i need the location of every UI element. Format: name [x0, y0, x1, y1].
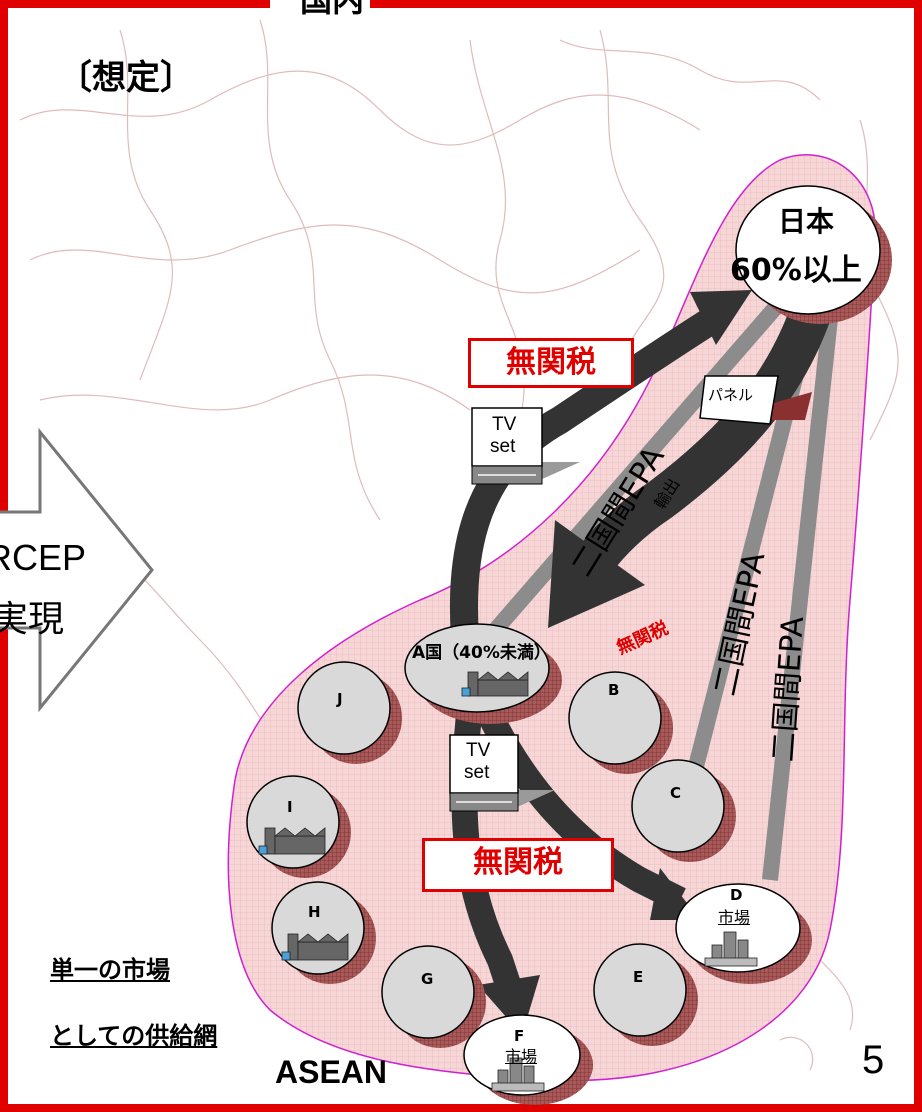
country-label-f: F [514, 1027, 525, 1045]
supply-chain-line1: 単一の市場 [50, 956, 170, 984]
panel-icon [699, 375, 812, 425]
city-icon-d [704, 931, 758, 967]
factory-icon-h [281, 933, 349, 961]
page-number: 5 [862, 1038, 885, 1082]
asean-label: ASEAN [275, 1054, 388, 1090]
tv-set-bottom-line2: set [464, 762, 490, 783]
market-label-f: 市場 [505, 1047, 538, 1066]
supply-chain-line2: としての供給網 [50, 1022, 218, 1050]
arrow-japan-to-a [548, 293, 836, 628]
scenario-label: 〔想定〕 [58, 58, 194, 98]
tv-set-icon-top [471, 407, 580, 485]
japan-name: 日本 [778, 205, 835, 238]
market-label-d: 市場 [718, 908, 751, 927]
panel-label: パネル [708, 386, 754, 404]
factory-icon-i [258, 827, 326, 855]
country-a-label: A国（40%未満） [412, 643, 551, 663]
city-icon-f [491, 1057, 545, 1092]
country-label-b: B [608, 681, 620, 699]
country-j-circle [297, 661, 391, 755]
country-label-g: G [421, 970, 434, 988]
rcep-arrow [0, 427, 154, 713]
country-g-circle [381, 945, 475, 1039]
rcep-label: RCEP [0, 537, 87, 578]
country-b-circle [568, 671, 662, 765]
country-c-circle [631, 759, 725, 853]
tv-set-icon-bottom [449, 734, 555, 812]
country-label-e: E [633, 968, 644, 986]
duty-free-box-bottom: 無関税 [422, 838, 614, 892]
heading-cutout [270, 0, 370, 8]
country-f-circle [463, 1014, 581, 1096]
tv-set-top-line1: TV [492, 414, 517, 435]
country-label-d: D [730, 886, 743, 904]
country-d-circle [675, 883, 801, 973]
arrow-a-to-japan [449, 290, 752, 672]
country-label-c: C [670, 784, 682, 802]
country-label-i: I [287, 798, 293, 816]
tv-set-top-line2: set [490, 436, 516, 457]
japan-content: 60%以上 [730, 253, 862, 288]
top-partial-heading: 国内 [300, 0, 365, 19]
rcep-realized-label: 実現 [0, 599, 65, 640]
country-label-j: J [337, 690, 343, 708]
duty-free-box-top: 無関税 [468, 338, 634, 388]
country-e-circle [593, 943, 687, 1037]
country-label-h: H [308, 903, 321, 921]
tv-set-bottom-line1: TV [466, 740, 491, 761]
factory-icon-a [461, 671, 529, 697]
japan-circle [735, 185, 881, 315]
